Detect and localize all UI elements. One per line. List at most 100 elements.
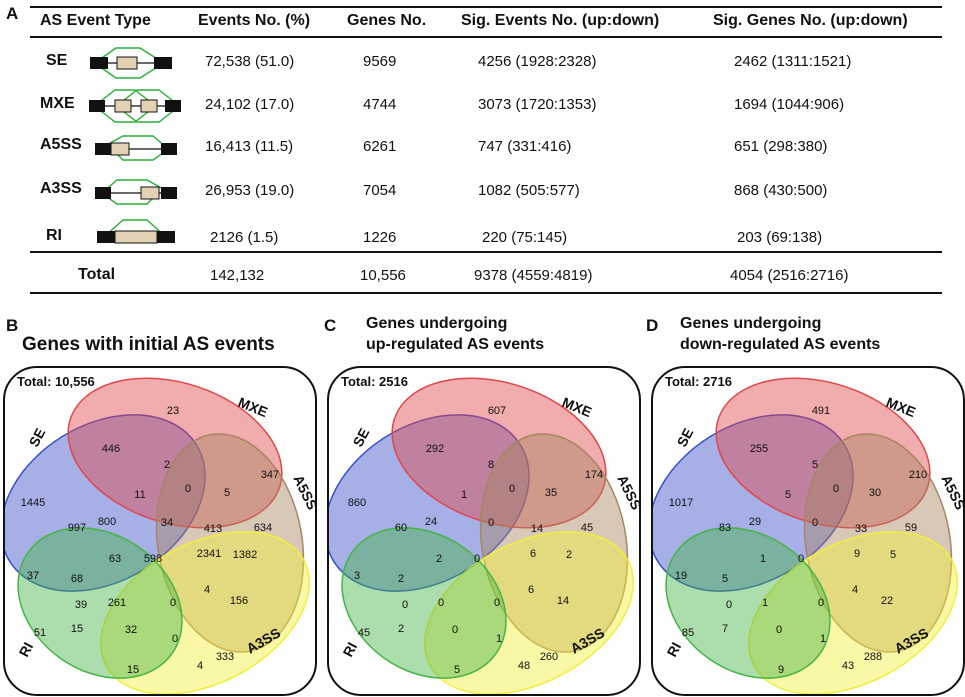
venn-region-count: 1 bbox=[820, 633, 826, 645]
venn-region-count: 800 bbox=[98, 516, 116, 528]
venn-region-count: 37 bbox=[27, 570, 39, 582]
venn-region-count: 30 bbox=[869, 487, 881, 499]
venn-set-label-ri: RI bbox=[664, 640, 685, 660]
venn-region-count: 59 bbox=[905, 522, 917, 534]
row-label-se: SE bbox=[46, 52, 68, 69]
venn-region-count: 1 bbox=[461, 489, 467, 501]
venn-petal-mxe bbox=[715, 377, 931, 529]
cell-ri-genes: 1226 bbox=[363, 229, 397, 246]
venn-region-count: 0 bbox=[812, 517, 818, 529]
venn-region-count: 4 bbox=[197, 660, 203, 672]
row-label-total: Total bbox=[78, 266, 116, 283]
venn-region-count: 598 bbox=[144, 553, 162, 565]
venn-petal-ri bbox=[341, 527, 507, 679]
venn-region-count: 9 bbox=[778, 664, 784, 676]
cell-se-genes: 9569 bbox=[363, 53, 397, 70]
venn-region-count: 1 bbox=[760, 553, 766, 565]
venn-region-count: 14 bbox=[531, 523, 543, 535]
venn-petal-ri bbox=[665, 527, 831, 679]
venn-region-count: 0 bbox=[452, 624, 458, 636]
venn-region-count: 292 bbox=[426, 443, 444, 455]
cell-se-sig-genes: 2462 (1311:1521) bbox=[734, 53, 852, 70]
cell-se-sig-events: 4256 (1928:2328) bbox=[478, 53, 597, 70]
table-header-rule bbox=[30, 36, 942, 38]
cell-total-events: 142,132 bbox=[210, 267, 265, 284]
venn-petal-a3ss bbox=[424, 531, 634, 694]
venn-region-count: 0 bbox=[818, 597, 824, 609]
venn-region-count: 0 bbox=[172, 633, 178, 645]
header-events-no: Events No. (%) bbox=[198, 12, 311, 29]
venn-region-count: 156 bbox=[230, 595, 248, 607]
cell-a3ss-sig-events: 1082 (505:577) bbox=[478, 182, 580, 199]
venn-region-count: 29 bbox=[749, 516, 761, 528]
venn-region-count: 2 bbox=[164, 459, 170, 471]
venn-region-count: 0 bbox=[833, 483, 839, 495]
venn-region-count: 39 bbox=[75, 599, 87, 611]
venn-region-count: 260 bbox=[540, 651, 558, 663]
cell-a3ss-genes: 7054 bbox=[363, 182, 397, 199]
venn-region-count: 19 bbox=[675, 570, 687, 582]
venn-region-count: 6 bbox=[530, 548, 536, 560]
header-genes-no: Genes No. bbox=[347, 12, 427, 29]
venn-region-count: 174 bbox=[585, 469, 603, 481]
venn-region-count: 5 bbox=[722, 573, 728, 585]
venn-set-label-se: SE bbox=[674, 425, 697, 449]
venn-set-label-ri: RI bbox=[16, 640, 37, 660]
venn-region-count: 210 bbox=[909, 469, 927, 481]
header-sig-genes-no: Sig. Genes No. (up:down) bbox=[713, 12, 908, 29]
venn-region-count: 15 bbox=[127, 664, 139, 676]
venn-region-count: 11 bbox=[134, 489, 145, 501]
venn-region-count: 60 bbox=[395, 522, 407, 534]
cell-se-events: 72,538 (51.0) bbox=[205, 53, 295, 70]
as-event-table: A AS Event Type Events No. (%) Genes No.… bbox=[0, 0, 965, 300]
table-top-rule bbox=[30, 6, 942, 8]
cell-total-sig-genes: 4054 (2516:2716) bbox=[730, 267, 849, 284]
cell-a5ss-sig-events: 747 (331:416) bbox=[478, 138, 572, 155]
venn-region-count: 45 bbox=[358, 627, 370, 639]
venn-b-title: Genes with initial AS events bbox=[22, 334, 275, 355]
venn-region-count: 997 bbox=[68, 522, 86, 534]
venn-petal-a5ss bbox=[479, 433, 629, 653]
venn-region-count: 2 bbox=[398, 573, 404, 585]
venn-region-count: 4 bbox=[852, 584, 858, 596]
row-label-a5ss: A5SS bbox=[40, 136, 82, 153]
venn-region-count: 1382 bbox=[233, 549, 257, 561]
venn-region-count: 0 bbox=[474, 553, 480, 565]
cell-a3ss-sig-genes: 868 (430:500) bbox=[734, 182, 828, 199]
venn-petal-a5ss bbox=[803, 433, 953, 653]
venn-region-count: 607 bbox=[488, 405, 506, 417]
venn-d-title-line2: down-regulated AS events bbox=[680, 336, 881, 353]
cell-ri-sig-events: 220 (75:145) bbox=[482, 229, 568, 246]
venn-region-count: 333 bbox=[216, 651, 234, 663]
venn-total-label: Total: 2516 bbox=[341, 374, 408, 389]
venn-region-count: 5 bbox=[812, 459, 818, 471]
venn-region-count: 1445 bbox=[21, 497, 45, 509]
cell-a3ss-events: 26,953 (19.0) bbox=[205, 182, 295, 199]
venn-region-count: 860 bbox=[348, 497, 366, 509]
venn-region-count: 2 bbox=[436, 553, 442, 565]
venn-region-count: 51 bbox=[34, 627, 46, 639]
mxe-splicing-diagram-icon bbox=[89, 89, 181, 123]
a5ss-splicing-diagram-icon bbox=[95, 135, 177, 161]
row-label-ri: RI bbox=[46, 227, 62, 244]
cell-a5ss-genes: 6261 bbox=[363, 138, 397, 155]
venn-region-count: 5 bbox=[454, 664, 460, 676]
panel-letter-d: D bbox=[646, 316, 659, 335]
venn-region-count: 2341 bbox=[197, 548, 221, 560]
venn-region-count: 68 bbox=[71, 573, 83, 585]
venn-region-count: 45 bbox=[581, 522, 593, 534]
panel-letter-c: C bbox=[324, 316, 337, 335]
cell-a5ss-sig-genes: 651 (298:380) bbox=[734, 138, 828, 155]
venn-petal-mxe bbox=[67, 377, 283, 529]
row-label-a3ss: A3SS bbox=[40, 180, 82, 197]
venn-region-count: 22 bbox=[881, 595, 893, 607]
cell-total-sig-events: 9378 (4559:4819) bbox=[474, 267, 593, 284]
venn-region-count: 7 bbox=[722, 623, 728, 635]
cell-mxe-sig-genes: 1694 (1044:906) bbox=[734, 96, 845, 113]
table-total-rule bbox=[30, 251, 942, 253]
venn-region-count: 0 bbox=[494, 597, 500, 609]
venn-region-count: 491 bbox=[812, 405, 830, 417]
venn-region-count: 413 bbox=[204, 523, 222, 535]
